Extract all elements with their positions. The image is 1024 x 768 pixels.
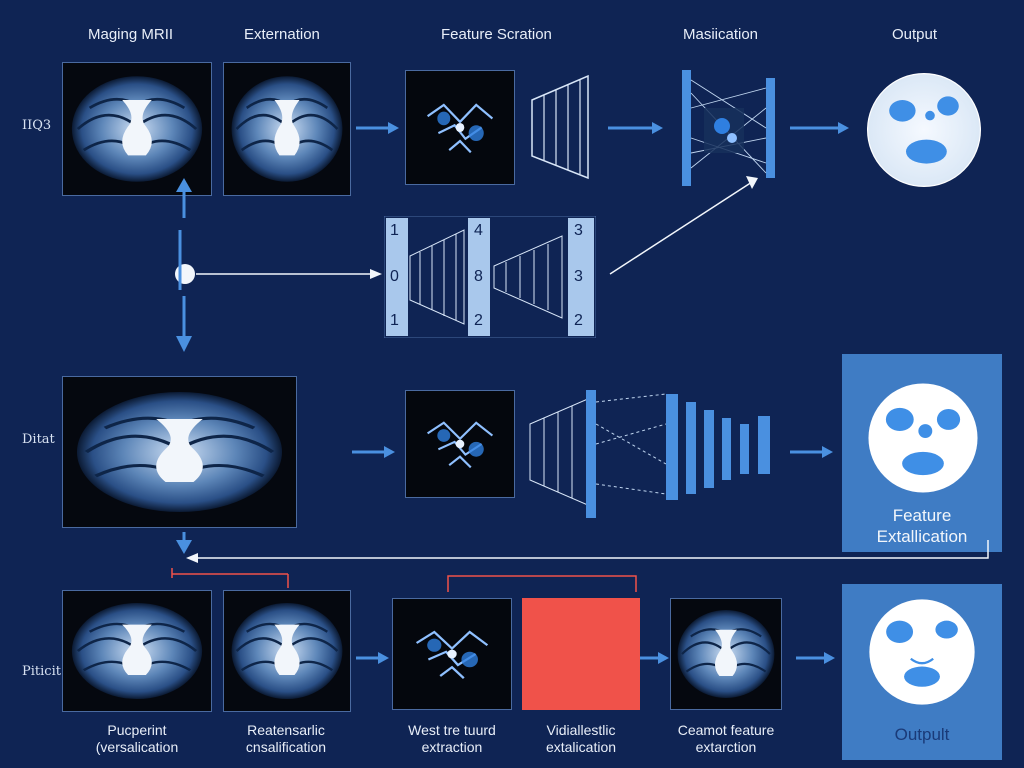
feature-matrix <box>384 216 596 338</box>
caption-5-line-2: extarction <box>695 739 757 755</box>
mri-scan-3 <box>62 590 212 712</box>
arrow-right-icon <box>356 122 399 134</box>
mri-scan-4 <box>223 590 351 712</box>
header-feature-scration: Feature Scration <box>441 26 552 43</box>
output-feature-label-2: Extallication <box>876 527 968 546</box>
classification-network-icon <box>682 70 775 186</box>
output-feature-label-1: Feature <box>892 506 952 525</box>
arrow-right-icon <box>352 446 395 458</box>
caption-4-line-1: Vidiallestlic <box>546 722 616 738</box>
red-connector <box>447 575 637 592</box>
deep-network-icon <box>529 390 770 518</box>
row-label-3: Piticit <box>22 664 61 679</box>
arrow-right-icon <box>608 122 663 134</box>
feedback-connector <box>171 532 989 588</box>
mri-scan-1 <box>62 62 212 196</box>
feature-map-2 <box>405 390 515 498</box>
caption-2-line-2: cnsalification <box>245 739 327 755</box>
row-label-2: Ditat <box>22 432 55 447</box>
mri-scan-2 <box>223 62 351 196</box>
output-final-label: Outpult <box>894 725 950 744</box>
caption-5-line-1: Ceamot feature <box>677 722 775 738</box>
feature-map-3 <box>392 598 512 710</box>
matrix-cell: 1 <box>390 222 399 239</box>
matrix-cell: 8 <box>474 268 483 285</box>
arrow-right-icon <box>640 652 669 664</box>
highlight-red-block <box>522 598 640 710</box>
arrow-right-icon <box>796 652 835 664</box>
output-disc-2 <box>858 380 988 496</box>
matrix-cell: 2 <box>574 312 583 329</box>
matrix-cell: 2 <box>474 312 483 329</box>
caption-3-line-2: extraction <box>421 739 483 755</box>
header-output: Output <box>892 26 938 43</box>
matrix-cell: 0 <box>390 268 399 285</box>
caption-1-line-1: Pucperint <box>107 722 167 738</box>
matrix-cell: 3 <box>574 222 583 239</box>
network-layers-icon <box>531 74 589 180</box>
arrow-right-icon <box>356 652 389 664</box>
header-masiication: Masiication <box>683 26 759 43</box>
arrow-right-icon <box>790 446 833 458</box>
output-disc-3 <box>860 596 984 708</box>
header-imaging: Maging MRII <box>88 26 174 43</box>
caption-3-line-1: West tre tuurd <box>408 722 496 738</box>
row-label-1: IIQ3 <box>22 118 52 133</box>
caption-1-line-2: (versalication <box>95 739 179 755</box>
caption-4-line-2: extalication <box>545 739 617 755</box>
matrix-cell: 3 <box>574 268 583 285</box>
connector-lines <box>175 176 758 352</box>
header-externation: Externation <box>244 26 320 43</box>
mri-scan-large <box>62 376 297 528</box>
matrix-cell: 1 <box>390 312 399 329</box>
feature-map-1 <box>405 70 515 185</box>
caption-2-line-1: Reatensarlic <box>247 722 325 738</box>
mri-scan-5 <box>670 598 782 710</box>
output-disc-1 <box>862 70 986 190</box>
arrow-right-icon <box>790 122 849 134</box>
matrix-cell: 4 <box>474 222 483 239</box>
